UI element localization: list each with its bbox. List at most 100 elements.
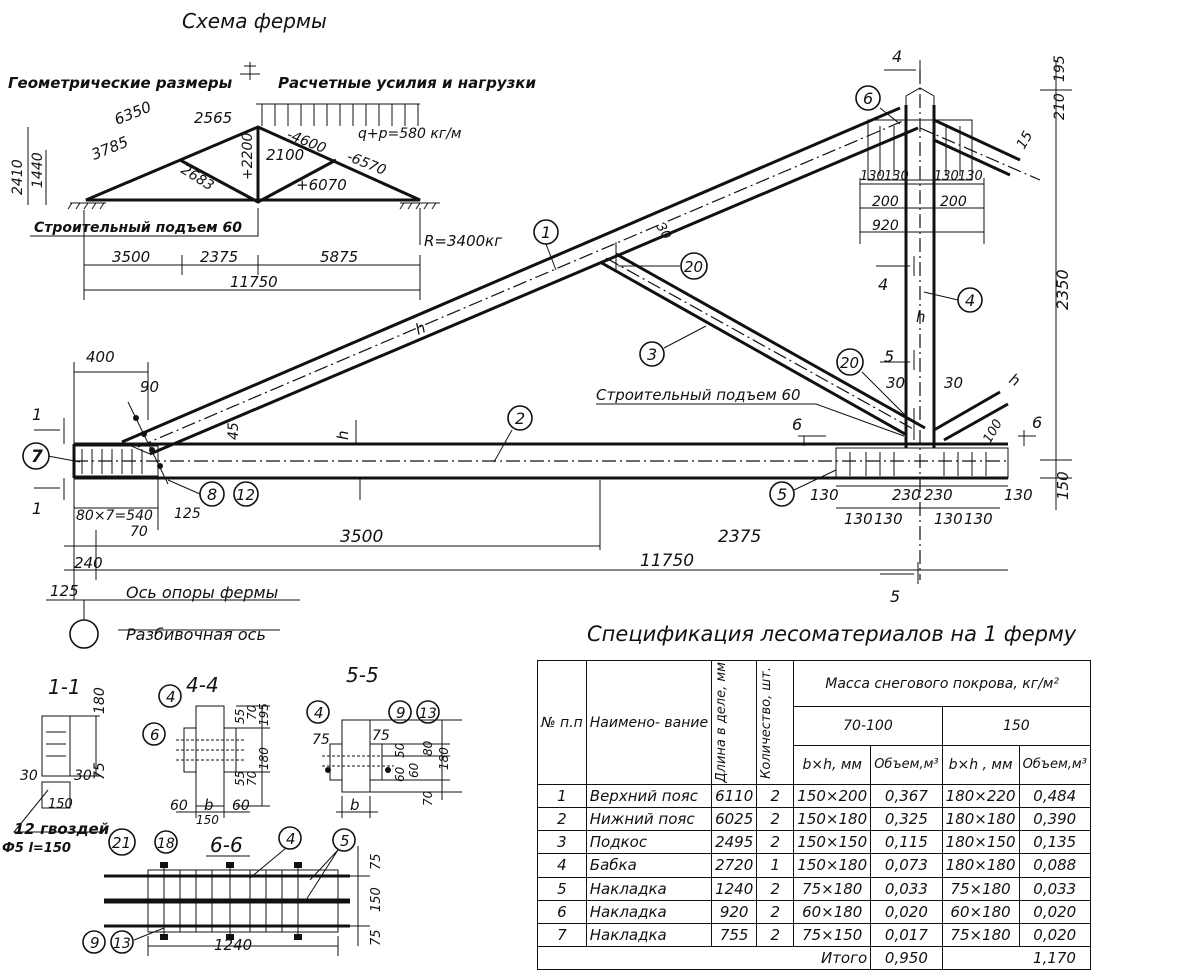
spec-cell: 75×180 <box>941 876 1020 901</box>
spec-cell: 60×180 <box>793 899 872 924</box>
spec-cell: 180×150 <box>941 830 1020 855</box>
spec-cell: 75×180 <box>793 876 872 901</box>
dim-30-b: 30 <box>944 374 963 392</box>
svg-text:50: 50 <box>393 742 407 758</box>
svg-text:6: 6 <box>1032 413 1042 432</box>
dim-h-top: h <box>413 318 429 338</box>
dim-h-post: h <box>916 308 926 326</box>
spec-cell: 4 <box>537 853 587 878</box>
header-bh-1: b×h, мм <box>793 745 872 786</box>
dim-130-i: 130 <box>934 169 959 184</box>
force-plus-6070: +6070 <box>296 176 347 194</box>
load-value: q+p=580 кг/м <box>358 126 462 142</box>
spec-title: Спецификация лесоматериалов на 1 ферму <box>587 622 1077 646</box>
spec-cell: Накладка <box>585 922 713 947</box>
svg-text:4: 4 <box>892 47 902 66</box>
dim-200-b: 200 <box>940 194 967 210</box>
nails-label: 12 гвоздей <box>14 820 110 838</box>
spec-cell: 2 <box>537 807 587 832</box>
spec-cell: 150×200 <box>793 784 872 809</box>
dim-2375-main: 2375 <box>718 527 761 547</box>
main-camber-label: Строительный подъем 60 <box>596 386 801 404</box>
spec-cell: 2 <box>756 899 795 924</box>
spec-cell: 0,484 <box>1018 784 1092 809</box>
section-4-4: 4-4 4 6 55 70 195 55 70 180 60 b 60 150 <box>142 673 271 827</box>
top-chord <box>121 106 919 456</box>
header-num: № п.п <box>537 659 587 786</box>
header-qty: Количество, шт. <box>756 659 795 786</box>
spec-cell: 0,115 <box>870 830 943 855</box>
dim-130-c: 130 <box>844 510 873 528</box>
svg-text:20: 20 <box>684 258 703 276</box>
svg-text:75: 75 <box>372 728 390 744</box>
spec-cell: Нижний пояс <box>585 807 713 832</box>
design-forces-label: Расчетные усилия и нагрузки <box>278 74 536 92</box>
dim-2375: 2375 <box>200 248 238 266</box>
dim-130-e: 130 <box>934 510 963 528</box>
svg-text:4: 4 <box>286 830 296 848</box>
dim-5875: 5875 <box>320 248 358 266</box>
svg-text:7: 7 <box>31 447 43 467</box>
spec-total-row: Итого 0,950 1,170 <box>536 945 1092 971</box>
svg-text:2: 2 <box>515 409 525 428</box>
dim-2410: 2410 <box>10 159 26 195</box>
nail-size-label: Ф5 l=150 <box>2 841 71 856</box>
callout-3: 3 <box>639 325 707 367</box>
callout-1: 1 <box>533 219 559 271</box>
svg-text:b: b <box>350 796 360 814</box>
svg-text:55: 55 <box>233 771 247 786</box>
spec-cell: Подкос <box>585 830 713 855</box>
plate-overlay-6 <box>867 119 973 181</box>
geometric-dimensions-label: Геометрические размеры <box>8 74 233 92</box>
section-mark-1: 1 1 <box>32 405 65 518</box>
spec-cell: 150×150 <box>793 830 872 855</box>
dim-125: 125 <box>174 506 201 522</box>
section-mark-5: 5 5 <box>880 347 919 606</box>
dim-2100: 2100 <box>266 146 304 164</box>
dim-2565: 2565 <box>194 109 232 127</box>
dim-h-bottom: h <box>334 430 352 440</box>
spec-cell: 2 <box>756 807 795 832</box>
support-axis-label: Ось опоры фермы <box>126 583 278 602</box>
dim-90: 90 <box>140 378 159 396</box>
svg-text:75: 75 <box>369 929 384 946</box>
header-group-150: 150 <box>941 706 1092 747</box>
spec-cell: 75×180 <box>941 922 1020 947</box>
section-1-1-chord <box>41 715 71 777</box>
spec-cell: 60×180 <box>941 899 1020 924</box>
dim-230-a: 230 <box>892 486 921 504</box>
callout-5: 5 <box>769 469 837 507</box>
total-1: 0,950 <box>870 945 943 971</box>
spec-cell: 5 <box>537 876 587 901</box>
svg-text:30: 30 <box>20 768 38 784</box>
svg-text:180: 180 <box>257 747 271 770</box>
svg-text:8: 8 <box>207 485 217 504</box>
dim-130-h: 130 <box>884 169 909 184</box>
spec-cell: 6110 <box>711 784 758 809</box>
dim-1440: 1440 <box>30 152 46 188</box>
svg-text:180: 180 <box>437 747 451 770</box>
svg-text:75: 75 <box>369 853 384 870</box>
dim-2683: 2683 <box>178 162 217 194</box>
dim-70: 70 <box>130 524 148 540</box>
svg-text:70: 70 <box>245 770 259 786</box>
dim-195: 195 <box>1052 55 1068 82</box>
spec-cell: 75×150 <box>793 922 872 947</box>
plate-overlay-5 <box>835 447 1009 479</box>
svg-text:4: 4 <box>965 291 975 310</box>
total-label: Итого <box>793 945 872 971</box>
scheme-title: Схема фермы <box>182 9 327 33</box>
section-5-5-post <box>341 719 371 793</box>
callout-7: 7 <box>22 442 81 470</box>
spec-cell: 1 <box>756 853 795 878</box>
callout-21 <box>108 828 136 856</box>
layout-axis-label: Разбивочная ось <box>126 625 266 644</box>
svg-text:60: 60 <box>232 798 250 814</box>
dim-230-b: 230 <box>924 486 953 504</box>
svg-text:4: 4 <box>314 704 324 722</box>
section-5-5: 5-5 4 9 13 75 75 50 60 60 80 180 70 b <box>306 663 462 818</box>
half-truss-main: 1 1 4 4 5 5 6 6 400 90 45 h <box>22 47 1072 649</box>
dim-210: 210 <box>1052 93 1068 120</box>
